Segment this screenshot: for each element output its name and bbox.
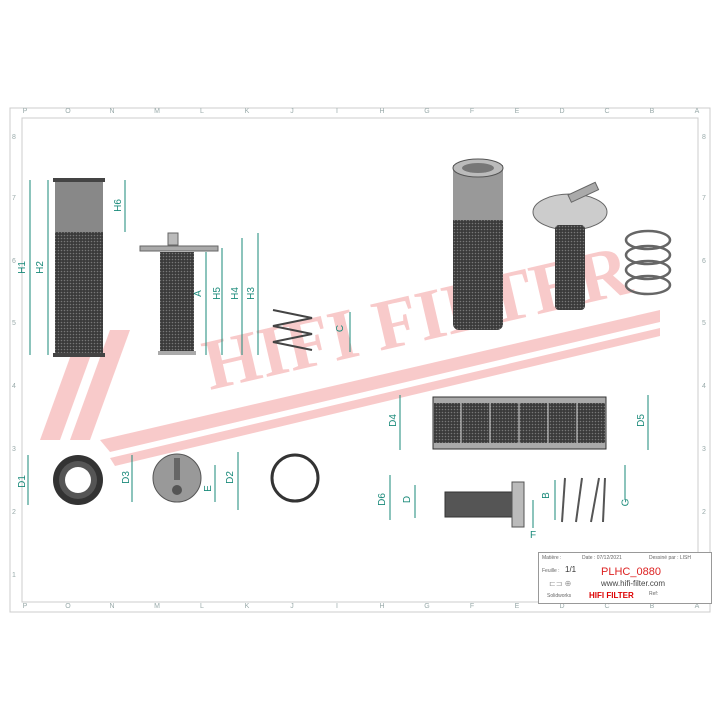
dimension-label-h2: H2 (34, 261, 46, 274)
grid-col-label: G (424, 603, 430, 610)
title-block: Matière : Date : 07/12/2021 Dessiné par … (538, 552, 712, 604)
grid-row-label: 4 (12, 383, 16, 390)
grid-col-label: B (649, 108, 655, 115)
part-code: PLHC_0880 (601, 566, 661, 578)
dimension-label-d4: D4 (387, 414, 399, 427)
grid-row-label: 4 (702, 383, 706, 390)
main-filter-side-view (29, 178, 126, 357)
dimension-label-d5: D5 (635, 414, 647, 427)
grid-row-label: 5 (12, 320, 16, 327)
grid-col-label: O (65, 603, 71, 610)
grid-col-label: C (604, 603, 610, 610)
grid-row-label: 8 (702, 134, 706, 141)
dimension-label-d3: D3 (120, 471, 132, 484)
grid-row-label: 8 (12, 134, 16, 141)
grid-col-label: F (469, 603, 475, 610)
isometric-views (452, 158, 672, 330)
grid-col-label: N (109, 108, 115, 115)
dimension-label-d1: D1 (16, 475, 28, 488)
material-label: Matière : (542, 555, 562, 561)
grid-col-label: L (200, 108, 204, 115)
section-view (399, 395, 649, 450)
dimension-label-d2: D2 (224, 471, 236, 484)
grid-row-label: 5 (702, 320, 706, 327)
dimension-label-h3: H3 (245, 287, 257, 300)
date-label: Date : 07/12/2021 (582, 555, 622, 561)
software-label: Solidworks (547, 593, 572, 599)
grid-col-label: G (424, 108, 430, 115)
grid-col-label: H (379, 603, 385, 610)
grid-row-label: 6 (702, 258, 706, 265)
grid-row-label: 7 (702, 195, 706, 202)
grid-col-label: N (109, 603, 115, 610)
grid-col-label: M (154, 603, 160, 610)
grid-col-label: I (336, 603, 338, 610)
dimension-label-h1: H1 (16, 261, 28, 274)
inner-element-section (389, 465, 626, 528)
grid-col-label: L (200, 603, 204, 610)
grid-col-label: K (244, 108, 250, 115)
grid-row-label: 2 (702, 509, 706, 516)
grid-col-label: P (22, 108, 28, 115)
dimension-label-d6: D6 (376, 493, 388, 506)
grid-col-label: M (154, 108, 160, 115)
grid-row-label: 3 (702, 446, 706, 453)
grid-col-label: J (290, 108, 294, 115)
grid-col-label: E (514, 603, 520, 610)
grid-col-label: P (22, 603, 28, 610)
grid-col-label: H (379, 108, 385, 115)
grid-col-label: B (649, 603, 655, 610)
spring-side-view (272, 309, 351, 352)
dimension-label-h5: H5 (211, 287, 223, 300)
dimension-label-e: E (202, 485, 214, 492)
grid-col-label: A (694, 108, 700, 115)
dimension-label-h4: H4 (229, 287, 241, 300)
grid-col-label: E (514, 108, 520, 115)
dimension-label-d: D (402, 495, 414, 504)
dimension-label-b: B (540, 492, 552, 499)
dimension-label-c: C (335, 324, 347, 333)
ref-label: Ref: (649, 591, 659, 597)
grid-col-label: D (559, 603, 565, 610)
end-views (27, 452, 320, 510)
grid-row-label: 1 (12, 572, 16, 579)
dimension-label-g: G (620, 498, 632, 507)
grid-row-label: 3 (12, 446, 16, 453)
dimension-label-f: F (530, 530, 537, 541)
inner-element-side-view (139, 232, 259, 355)
brand-name: HIFI FILTER (589, 591, 634, 600)
grid-col-label: O (65, 108, 71, 115)
grid-row-label: 2 (12, 509, 16, 516)
dimension-label-h6: H6 (112, 199, 124, 212)
projection-symbol-icon: ⊏⊐ ⊕ (549, 579, 572, 588)
website-link[interactable]: www.hifi-filter.com (601, 579, 666, 588)
sheet-label: Feuille : (542, 568, 560, 574)
sheet-number: 1/1 (565, 565, 577, 574)
grid-row-label: 7 (12, 195, 16, 202)
grid-col-label: A (694, 603, 700, 610)
grid-col-label: K (244, 603, 250, 610)
drawn-by-label: Dessiné par : LISH (649, 555, 691, 561)
grid-row-label: 6 (12, 258, 16, 265)
grid-col-label: C (604, 108, 610, 115)
grid-col-label: J (290, 603, 294, 610)
grid-col-label: D (559, 108, 565, 115)
grid-col-label: I (336, 108, 338, 115)
grid-col-label: F (469, 108, 475, 115)
dimension-label-a: A (192, 290, 204, 297)
